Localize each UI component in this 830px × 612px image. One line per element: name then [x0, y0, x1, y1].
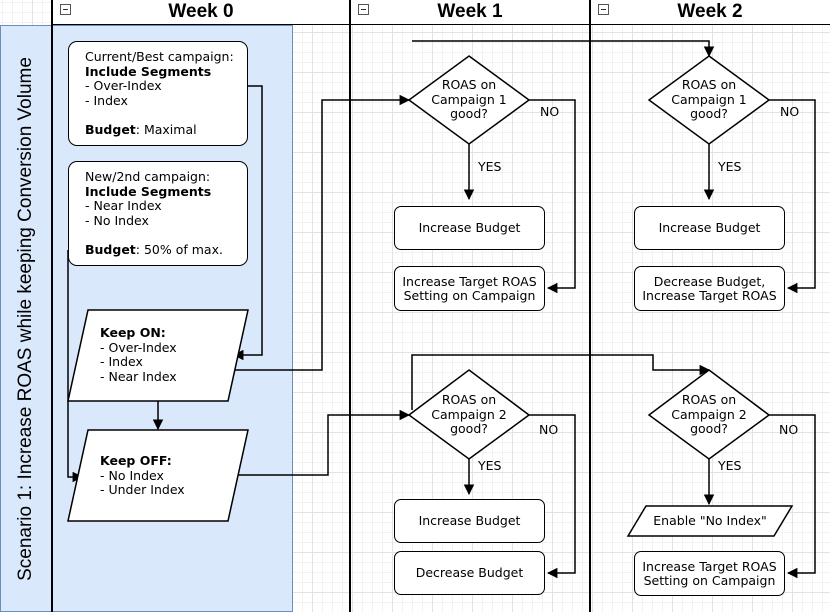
w1-decision1-label: ROAS on Campaign 1 good? — [419, 77, 519, 122]
new-campaign-box: New/2nd campaign: Include Segments - Nea… — [68, 161, 248, 266]
w1-increase-budget-2-box: Increase Budget — [394, 499, 545, 543]
week1-header: Week 1 — [350, 0, 590, 25]
keep-on-item-index: - Index — [100, 354, 143, 369]
w2-decision2-line3: good? — [690, 421, 728, 436]
keep-off-item-under-index: - Under Index — [100, 482, 185, 497]
connector-w1-to-w2d1 — [412, 40, 715, 58]
week0-title: Week 0 — [168, 1, 234, 22]
w2-decision1-line3: good? — [690, 106, 728, 121]
current-campaign-title: Current/Best campaign: — [85, 49, 234, 64]
connector-keepon-to-w1d1 — [232, 94, 411, 371]
keep-off-title: Keep OFF: — [100, 453, 172, 468]
connector-w2d2-no — [769, 414, 816, 579]
connector-w1d2-no — [529, 414, 576, 579]
keep-on-item-near-index: - Near Index — [100, 368, 177, 384]
keep-on-shape — [67, 309, 249, 402]
w2-increase-budget-text: Increase Budget — [658, 220, 761, 235]
w2-decision1-label: ROAS on Campaign 1 good? — [659, 77, 759, 122]
w1-decision1-line3: good? — [450, 106, 488, 121]
collapse-week2-icon[interactable] — [598, 4, 609, 15]
new-campaign-segments-heading: Include Segments — [85, 183, 212, 199]
lane-divider — [52, 25, 53, 612]
collapse-week1-icon[interactable] — [358, 4, 369, 15]
w2-decision2-shape — [647, 369, 771, 460]
new-campaign-budget-value: : 50% of max. — [135, 241, 223, 257]
keep-on-item-over-index: - Over-Index — [100, 339, 177, 355]
current-campaign-item-index: - Index — [85, 92, 128, 108]
keep-off-text: Keep OFF: - No Index - Under Index — [100, 453, 185, 498]
w2-increase-target-roas-box: Increase Target ROAS Setting on Campaign — [634, 551, 785, 596]
w1-decision1-line1: ROAS on — [441, 77, 497, 92]
w2-decision1-yes-label: YES — [718, 159, 742, 174]
w1-decision2-no-label: NO — [539, 422, 559, 437]
current-campaign-budget: Budget: Maximal — [85, 121, 237, 138]
week1-week2-border — [589, 0, 591, 612]
w1-decision2-line1: ROAS on — [441, 392, 497, 407]
connector-keepoff-to-w1d2 — [237, 409, 411, 476]
new-campaign-title: New/2nd campaign: — [85, 169, 211, 184]
new-campaign-budget: Budget: 50% of max. — [85, 241, 237, 258]
w1-decision2-label: ROAS on Campaign 2 good? — [419, 392, 519, 437]
w2-decision2-label: ROAS on Campaign 2 good? — [659, 392, 759, 437]
current-campaign-box: Current/Best campaign: Include Segments … — [68, 41, 248, 146]
new-campaign-item-no-index: - No Index — [85, 212, 149, 228]
keep-off-shape — [67, 429, 249, 522]
w2-decision2-yes-label: YES — [718, 458, 742, 473]
w1-decrease-budget-text: Decrease Budget — [415, 565, 524, 580]
w1-decision2-line3: good? — [450, 421, 488, 436]
w1-increase-budget-2-text: Increase Budget — [418, 513, 521, 528]
enable-no-index-shape — [626, 505, 794, 537]
w1-increase-budget-box: Increase Budget — [394, 206, 545, 250]
w1-increase-target-roas-box: Increase Target ROAS Setting on Campaign — [394, 266, 545, 311]
w1-decision2-yes-label: YES — [478, 458, 502, 473]
w2-increase-target-roas-line1: Increase Target ROAS — [642, 558, 777, 574]
w2-increase-target-roas-line2: Setting on Campaign — [643, 572, 776, 588]
current-campaign-item-over-index: - Over-Index — [85, 78, 162, 93]
keep-off-item-no-index: - No Index — [100, 467, 164, 483]
connector-w1-to-w2d2 — [411, 354, 711, 410]
w1-increase-budget-text: Increase Budget — [418, 220, 521, 235]
week2-header: Week 2 — [590, 0, 830, 25]
w1-decision2-line2: Campaign 2 — [431, 406, 507, 422]
week1-title: Week 1 — [437, 1, 503, 22]
w1-increase-target-roas-line2: Setting on Campaign — [403, 287, 536, 303]
w2-enable-no-index-text: Enable "No Index" — [653, 513, 767, 528]
w1-increase-target-roas-line1: Increase Target ROAS — [402, 273, 537, 289]
current-campaign-budget-label: Budget — [85, 121, 136, 137]
w1-decision2-shape — [407, 369, 531, 460]
w1-decision1-no-label: NO — [540, 104, 560, 119]
week0-week1-border — [349, 0, 351, 612]
week2-title: Week 2 — [677, 1, 743, 22]
connector-w1d1-no — [529, 99, 576, 294]
keep-on-title: Keep ON: — [100, 325, 166, 340]
w2-decrease-budget-line1: Decrease Budget, — [653, 273, 766, 289]
w1-decision1-yes-label: YES — [478, 159, 502, 174]
current-campaign-segments-heading: Include Segments — [85, 63, 212, 79]
w2-decision1-no-label: NO — [780, 104, 800, 119]
connector-w2d1-no — [769, 99, 816, 294]
new-campaign-budget-label: Budget — [85, 241, 136, 257]
week0-header: Week 0 — [52, 0, 350, 25]
new-campaign-item-near-index: - Near Index — [85, 198, 162, 213]
w1-decrease-budget-box: Decrease Budget — [394, 551, 545, 595]
w2-decrease-budget-box: Decrease Budget, Increase Target ROAS — [634, 266, 785, 311]
keep-on-text: Keep ON: - Over-Index - Index - Near Ind… — [100, 325, 177, 384]
w2-decision2-line1: ROAS on — [681, 392, 737, 407]
w2-decision2-no-label: NO — [779, 422, 799, 437]
connector-current-to-keepon — [232, 85, 263, 361]
w2-decision1-line1: ROAS on — [681, 77, 737, 92]
w2-decrease-budget-line2: Increase Target ROAS — [642, 287, 777, 303]
w2-increase-budget-box: Increase Budget — [634, 206, 785, 250]
collapse-week0-icon[interactable] — [60, 4, 71, 15]
current-campaign-budget-value: : Maximal — [135, 121, 197, 137]
w2-decision2-line2: Campaign 2 — [671, 406, 747, 422]
w1-decision1-line2: Campaign 1 — [431, 91, 507, 107]
w2-decision1-shape — [647, 55, 771, 145]
w1-decision1-shape — [407, 55, 531, 145]
week0-left-border — [51, 0, 53, 612]
w2-decision1-line2: Campaign 1 — [671, 91, 747, 107]
